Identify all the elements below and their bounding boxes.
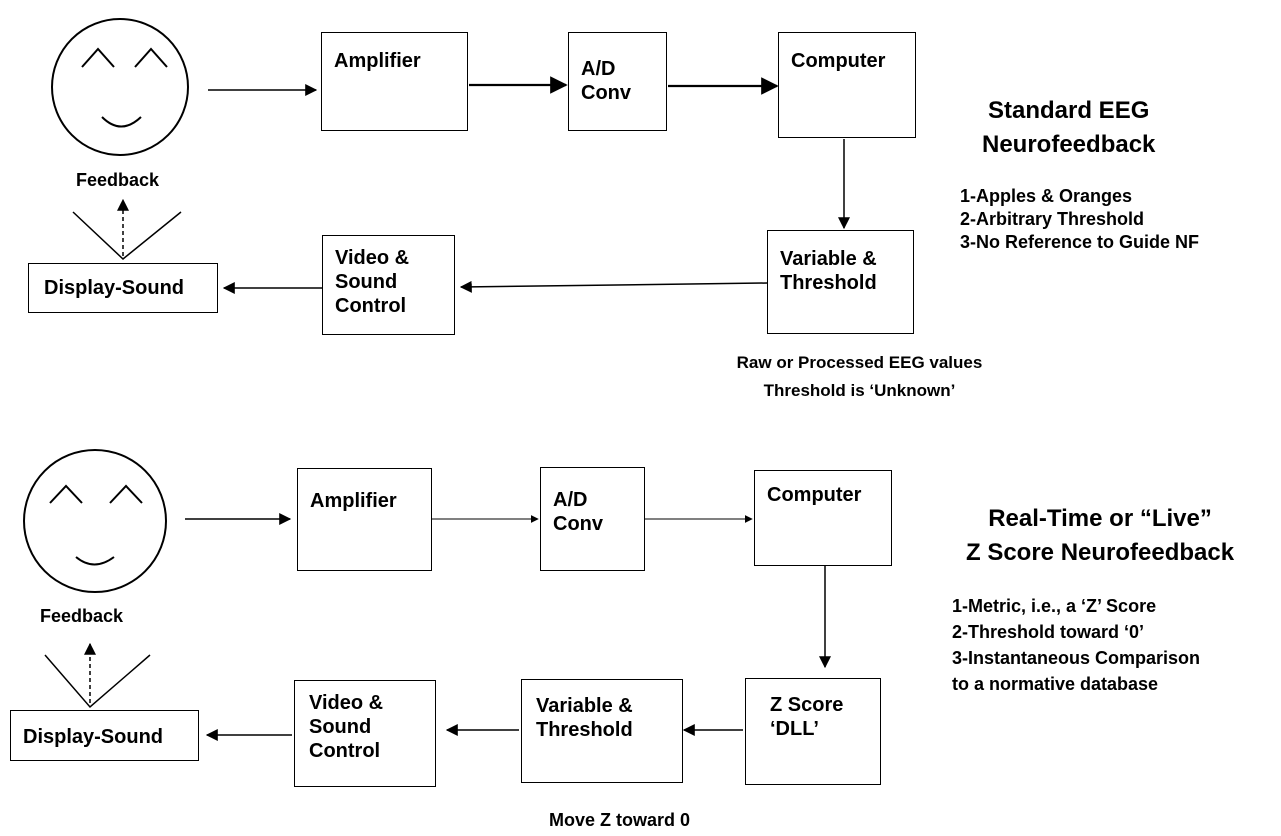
bottom-computer-label: Computer <box>767 484 862 506</box>
bottom-video-sound-label: Video & Sound Control <box>309 692 384 762</box>
top-video-sound-box: Video & Sound Control <box>322 235 455 335</box>
bottom-feedback-v-lines <box>44 642 151 709</box>
top-video-sound-label: Video & Sound Control <box>335 247 410 317</box>
top-feedback-v-lines <box>72 198 182 260</box>
top-display-sound-label: Display-Sound <box>44 277 185 299</box>
bottom-video-sound-box: Video & Sound Control <box>294 680 436 787</box>
top-feedback-label: Feedback <box>76 170 160 190</box>
bottom-note: Move Z toward 0 <box>548 810 691 830</box>
top-computer-label: Computer <box>791 50 886 72</box>
bottom-zscore-box: Z Score ‘DLL’ <box>745 678 881 785</box>
top-variable-threshold-box: Variable & Threshold <box>767 230 914 334</box>
bottom-adconv-box: A/D Conv <box>540 467 645 571</box>
top-display-sound-box: Display-Sound <box>28 263 218 313</box>
top-amplifier-label: Amplifier <box>334 50 421 72</box>
bottom-adconv-label: A/D Conv <box>553 489 603 535</box>
top-adconv-label: A/D Conv <box>581 58 631 104</box>
bottom-amplifier-label: Amplifier <box>310 490 397 512</box>
bottom-points-list: 1-Metric, i.e., a ‘Z’ Score 2-Threshold … <box>952 596 1201 694</box>
top-arrow-variable-to-video <box>459 280 768 293</box>
bottom-heading: Real-Time or “Live” Z Score Neurofeedbac… <box>966 505 1235 566</box>
top-note: Raw or Processed EEG values Threshold is… <box>736 353 983 400</box>
bottom-computer-box: Computer <box>754 470 892 566</box>
bottom-display-sound-box: Display-Sound <box>10 710 199 761</box>
bottom-zscore-label: Z Score ‘DLL’ <box>770 694 844 740</box>
top-variable-threshold-label: Variable & Threshold <box>780 248 877 294</box>
bottom-amplifier-box: Amplifier <box>297 468 432 571</box>
bottom-variable-threshold-label: Variable & Threshold <box>536 695 633 741</box>
top-amplifier-box: Amplifier <box>321 32 468 131</box>
bottom-display-sound-label: Display-Sound <box>23 726 164 748</box>
bottom-smiley-face-icon <box>23 449 167 593</box>
bottom-variable-threshold-box: Variable & Threshold <box>521 679 683 783</box>
top-heading: Standard EEG Neurofeedback <box>982 97 1156 158</box>
bottom-feedback-label: Feedback <box>40 606 124 626</box>
top-points-list: 1-Apples & Oranges 2-Arbitrary Threshold… <box>960 186 1200 252</box>
top-adconv-box: A/D Conv <box>568 32 667 131</box>
top-smiley-face-icon <box>51 18 189 156</box>
top-computer-box: Computer <box>778 32 916 138</box>
